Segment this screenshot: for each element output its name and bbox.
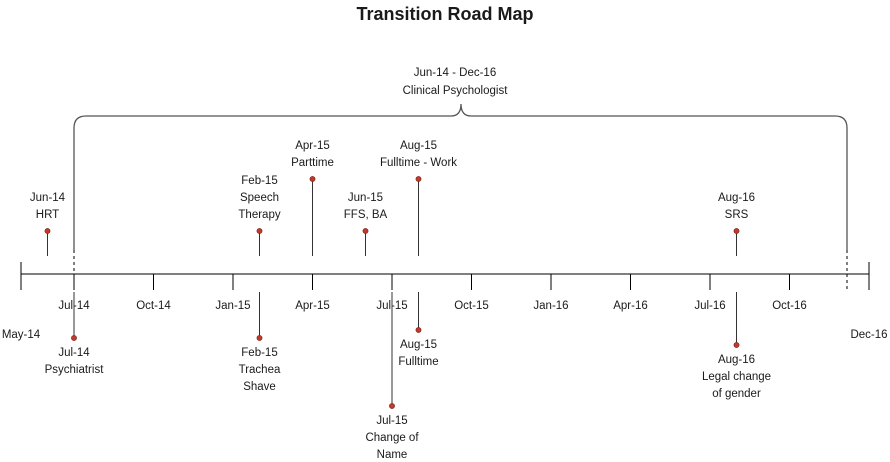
milestone-date: Aug-15 — [400, 140, 437, 152]
axis-tick-label: Oct-16 — [772, 300, 807, 312]
milestone-marker — [309, 176, 316, 182]
axis-tick-label: Jul-16 — [694, 300, 725, 312]
milestone-label: Fulltime - Work — [380, 157, 457, 169]
milestone-marker — [733, 342, 740, 348]
axis-end-label: Dec-16 — [850, 329, 887, 341]
milestone-label: Psychiatrist — [45, 364, 105, 376]
milestone-label: of gender — [712, 388, 761, 400]
milestone-label: Legal change — [702, 371, 771, 383]
milestone-date: Jun-15 — [348, 192, 383, 204]
span-date-range: Jun-14 - Dec-16 — [414, 67, 496, 79]
milestone-label: Parttime — [291, 157, 334, 169]
axis-tick-label: Oct-15 — [454, 300, 489, 312]
milestone-label: Therapy — [238, 209, 280, 221]
milestone-label: Name — [377, 449, 408, 461]
axis-tick-label: Jan-15 — [215, 300, 250, 312]
milestone-label: Trachea — [239, 364, 281, 376]
milestone-date: Feb-15 — [241, 347, 277, 359]
axis-tick-label: Oct-14 — [136, 300, 171, 312]
axis-tick-label: Jan-16 — [533, 300, 568, 312]
milestone-date: Apr-15 — [295, 140, 330, 152]
milestone-marker — [733, 228, 740, 234]
milestone-date: Jun-14 — [30, 192, 66, 204]
milestone-date: Aug-15 — [400, 339, 437, 351]
diagram-title: Transition Road Map — [356, 4, 534, 24]
milestone-marker — [362, 228, 369, 234]
span-brace — [73, 103, 848, 250]
milestone-label: HRT — [36, 209, 59, 221]
milestone-label: Fulltime — [398, 356, 438, 368]
axis-tick-label: Apr-15 — [295, 300, 330, 312]
milestone-marker — [256, 335, 263, 341]
milestone-label: SRS — [725, 209, 749, 221]
milestone-date: Aug-16 — [718, 192, 755, 204]
milestone-label: Shave — [243, 381, 276, 393]
milestone-marker — [44, 228, 51, 234]
milestone-date: Jul-15 — [376, 415, 407, 427]
milestone-date: Aug-16 — [718, 354, 755, 366]
milestone-marker — [415, 176, 422, 182]
milestone-marker — [256, 228, 263, 234]
milestone-marker — [415, 327, 422, 333]
milestone-date: Feb-15 — [241, 175, 277, 187]
milestone-marker — [71, 335, 77, 341]
milestone-label: Change of — [365, 432, 419, 444]
span-label: Clinical Psychologist — [403, 85, 509, 97]
milestone-marker — [389, 403, 395, 409]
milestone-label: FFS, BA — [344, 209, 388, 221]
axis-tick-label: Apr-16 — [613, 300, 648, 312]
milestone-label: Speech — [240, 192, 279, 204]
milestone-date: Jul-14 — [58, 347, 90, 359]
axis-start-label: May-14 — [2, 329, 41, 341]
